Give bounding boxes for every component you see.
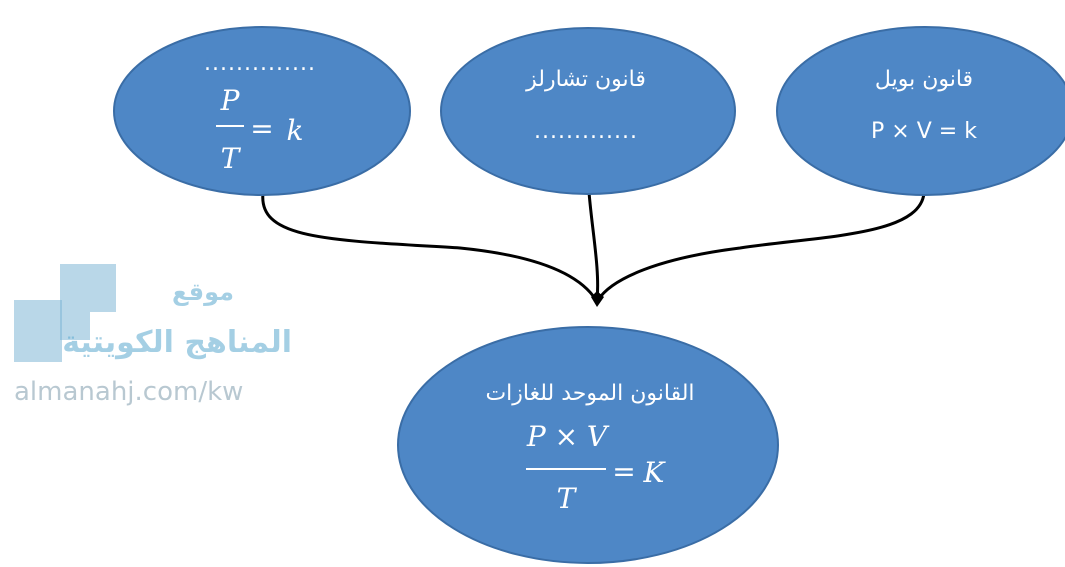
node-left: .............. P T = k [113, 26, 411, 196]
node-middle-ellipse [440, 27, 736, 195]
node-left-ellipse [113, 26, 411, 196]
node-bottom-numerator: P × V [526, 420, 610, 453]
watermark-line1: موقع [172, 278, 234, 306]
node-left-constant: k [287, 114, 304, 147]
node-bottom-equals: = [612, 455, 635, 488]
node-left-denominator: T [221, 142, 242, 175]
node-bottom-ellipse [397, 326, 779, 564]
node-middle-dots: ............. [534, 119, 638, 144]
connectors [261, 191, 926, 307]
node-right-title: قانون بويل [875, 67, 973, 92]
watermark-url: almanahj.com/kw [14, 377, 243, 407]
node-middle-title: قانون تشارلز [525, 67, 646, 92]
node-bottom-denominator: T [557, 482, 578, 515]
watermark-block-top [60, 264, 116, 312]
watermark-block-left [14, 300, 62, 362]
node-left-equals: = [250, 112, 273, 145]
watermark-block-mid [60, 312, 90, 340]
connector-left [261, 192, 598, 301]
node-right-ellipse [776, 26, 1065, 196]
watermark-line2: المناهج الكويتية [62, 325, 292, 360]
connector-middle [587, 191, 600, 301]
node-bottom: القانون الموحد للغازات P × V T = K [397, 326, 779, 564]
node-bottom-title: القانون الموحد للغازات [485, 381, 694, 406]
node-left-numerator: P [220, 84, 241, 117]
node-bottom-constant: K [643, 456, 667, 489]
watermark: موقع المناهج الكويتية almanahj.com/kw [14, 264, 292, 407]
connector-junction-arrow [591, 291, 604, 307]
node-right-formula: P × V = k [871, 119, 977, 144]
connector-right [596, 192, 926, 301]
node-right: قانون بويل P × V = k [776, 26, 1065, 196]
node-middle: قانون تشارلز ............. [440, 27, 736, 195]
node-left-dots: .............. [204, 51, 316, 76]
